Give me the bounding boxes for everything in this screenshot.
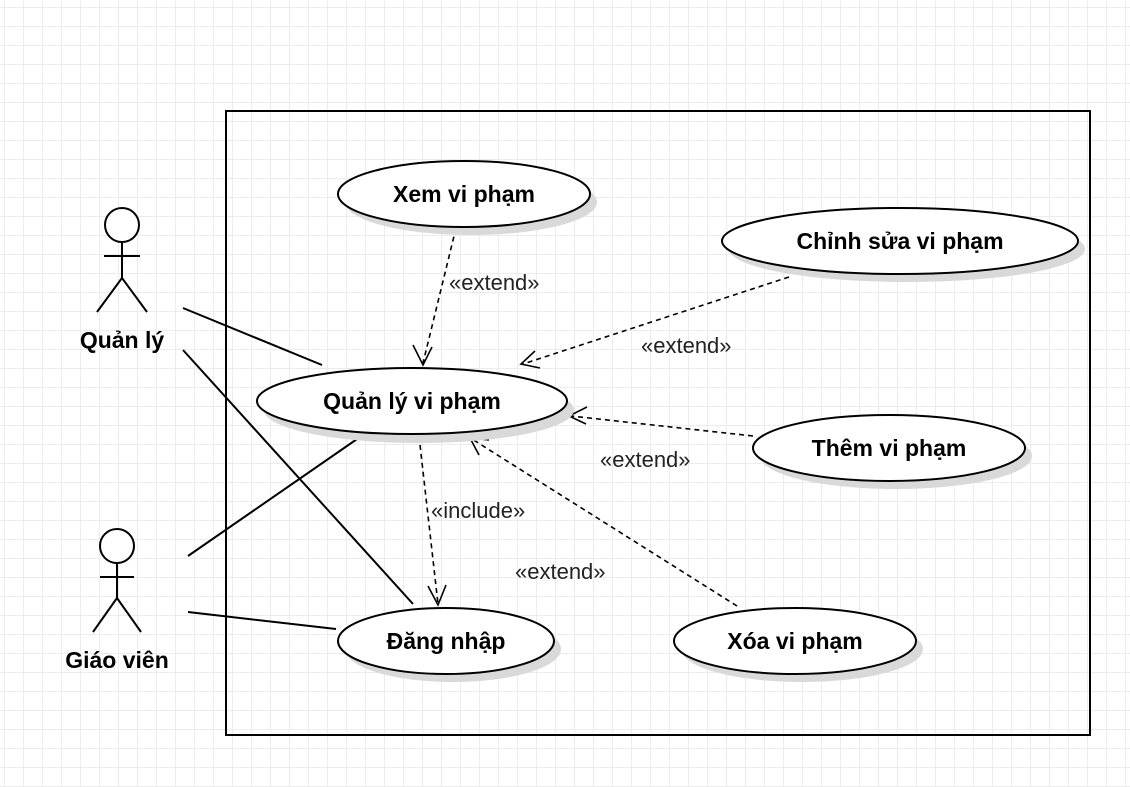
- actor-label: Giáo viên: [65, 647, 169, 673]
- stick-figure-icon: [92, 528, 142, 633]
- relation-label-chinh-sua-extend: «extend»: [641, 333, 732, 358]
- relation-them-extend: [567, 406, 754, 437]
- association-quan-ly-to-dang-nhap: [182, 349, 414, 605]
- use-case-them-vi-pham[interactable]: Thêm vi phạm: [752, 414, 1032, 489]
- stick-figure-icon: [96, 207, 148, 313]
- system-boundary: [225, 110, 1091, 736]
- relation-include-dang-nhap: [418, 435, 447, 607]
- use-case-quan-ly-vi-pham[interactable]: Quản lý vi phạm: [256, 367, 574, 443]
- use-case-label: Quản lý vi phạm: [323, 388, 501, 414]
- relation-chinh-sua-extend: [519, 276, 790, 369]
- actor-label: Quản lý: [80, 327, 165, 353]
- relation-label-xoa-extend: «extend»: [515, 559, 606, 584]
- association-giao-vien-to-quan-ly-vi-pham: [187, 436, 361, 557]
- use-case-dang-nhap[interactable]: Đăng nhập: [337, 607, 561, 682]
- relation-label-xem-extend: «extend»: [449, 270, 540, 295]
- association-quan-ly-to-quan-ly-vi-pham: [182, 307, 323, 366]
- use-case-label: Thêm vi phạm: [812, 435, 967, 461]
- use-case-chinh-sua-vi-pham[interactable]: Chỉnh sửa vi phạm: [721, 207, 1085, 282]
- use-case-xem-vi-pham[interactable]: Xem vi phạm: [337, 160, 597, 235]
- use-case-label: Đăng nhập: [387, 628, 506, 654]
- use-case-label: Xem vi phạm: [393, 181, 535, 207]
- use-case-label: Chỉnh sửa vi phạm: [796, 228, 1003, 254]
- relation-label-them-extend: «extend»: [600, 447, 691, 472]
- relation-label-include-dang-nhap: «include»: [431, 498, 525, 523]
- association-giao-vien-to-dang-nhap: [187, 611, 337, 630]
- use-case-xoa-vi-pham[interactable]: Xóa vi phạm: [673, 607, 923, 682]
- actor-quan-ly[interactable]: Quản lý: [80, 207, 165, 353]
- relation-xem-extend: [412, 227, 457, 367]
- actor-giao-vien[interactable]: Giáo viên: [65, 528, 169, 673]
- use-case-label: Xóa vi phạm: [727, 628, 862, 654]
